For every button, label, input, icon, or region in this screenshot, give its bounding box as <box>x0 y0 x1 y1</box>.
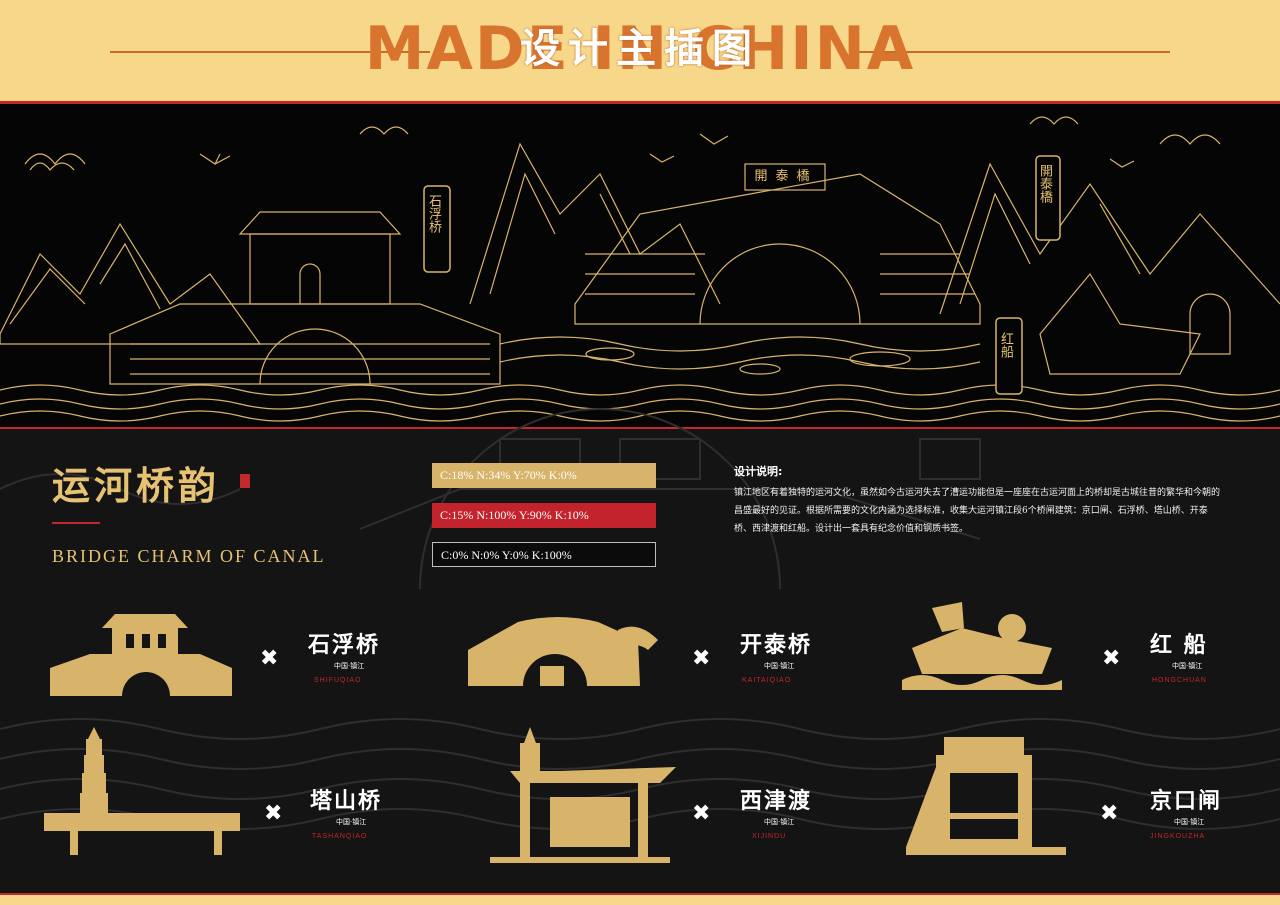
jingkou-sluice-icon <box>906 737 1066 855</box>
item-sub: 中国·镇江 <box>764 818 795 826</box>
brand-seal <box>240 474 250 488</box>
plaque-shifu: 石浮桥 <box>426 194 441 233</box>
swatch-red: C:15% N:100% Y:90% K:10% <box>432 503 656 528</box>
item-name: 石浮桥 <box>308 632 381 658</box>
swatch-black: C:0% N:0% Y:0% K:100% <box>432 542 656 567</box>
item-pinyin: JINGKOUZHA <box>1150 833 1206 840</box>
item-pinyin: HONGCHUAN <box>1152 677 1207 684</box>
item-name: 西津渡 <box>740 788 813 814</box>
page-title: 设计主插图 <box>520 26 760 72</box>
item-sub: 中国·镇江 <box>336 818 367 826</box>
description-title: 设计说明: <box>734 465 783 478</box>
section-separator <box>0 427 1280 429</box>
item-name: 京口闸 <box>1150 788 1223 814</box>
header-right-rule <box>850 51 1170 53</box>
kaitai-bridge-icon <box>468 617 658 686</box>
item-name: 红 船 <box>1150 632 1208 658</box>
header-band: MADE IN CHINA 设计主插图 <box>0 0 1280 104</box>
item-pinyin: KAITAIQIAO <box>742 677 792 684</box>
item-sub: 中国·镇江 <box>1174 818 1205 826</box>
item-pinyin: SHIFUQIAO <box>314 677 362 684</box>
separator-x-icon: ✖ <box>692 646 711 671</box>
plaque-kaitai-horizontal: 開泰橋 <box>754 169 818 184</box>
item-sub: 中国·镇江 <box>764 662 795 670</box>
brand-rule <box>52 522 100 524</box>
item-pinyin: XIJINDU <box>752 833 787 840</box>
separator-x-icon: ✖ <box>692 801 711 826</box>
item-name: 开泰桥 <box>740 632 813 658</box>
item-sub: 中国·镇江 <box>1172 662 1203 670</box>
footer-band <box>0 893 1280 905</box>
description-body: 镇江地区有着独特的运河文化，虽然如今古运河失去了漕运功能但是一座座在古运河面上的… <box>734 488 1221 534</box>
header-left-rule <box>110 51 430 53</box>
item-pinyin: TASHANQIAO <box>312 833 368 840</box>
item-name: 塔山桥 <box>310 788 383 814</box>
landscape-line-art <box>0 116 1280 422</box>
brand-title: 运河桥韵 <box>52 463 221 508</box>
tashan-bridge-icon <box>44 727 240 855</box>
separator-x-icon: ✖ <box>264 801 283 826</box>
plaque-red-boat: 红船 <box>998 332 1013 358</box>
separator-x-icon: ✖ <box>260 646 279 671</box>
swatch-gold: C:18% N:34% Y:70% K:0% <box>432 463 656 488</box>
shifu-bridge-icon <box>50 614 232 696</box>
separator-x-icon: ✖ <box>1102 646 1121 671</box>
red-boat-icon <box>902 602 1062 690</box>
separator-x-icon: ✖ <box>1100 801 1119 826</box>
main-illustration: 石浮桥 開泰橋 開泰橋 红船 <box>0 104 1280 427</box>
header-background-word: MADE IN CHINA <box>364 14 916 84</box>
xijin-ferry-icon <box>490 727 676 863</box>
item-sub: 中国·镇江 <box>334 662 365 670</box>
brand-subtitle: BRIDGE CHARM OF CANAL <box>52 546 326 566</box>
plaque-kaitai-vertical: 開泰橋 <box>1037 164 1052 203</box>
